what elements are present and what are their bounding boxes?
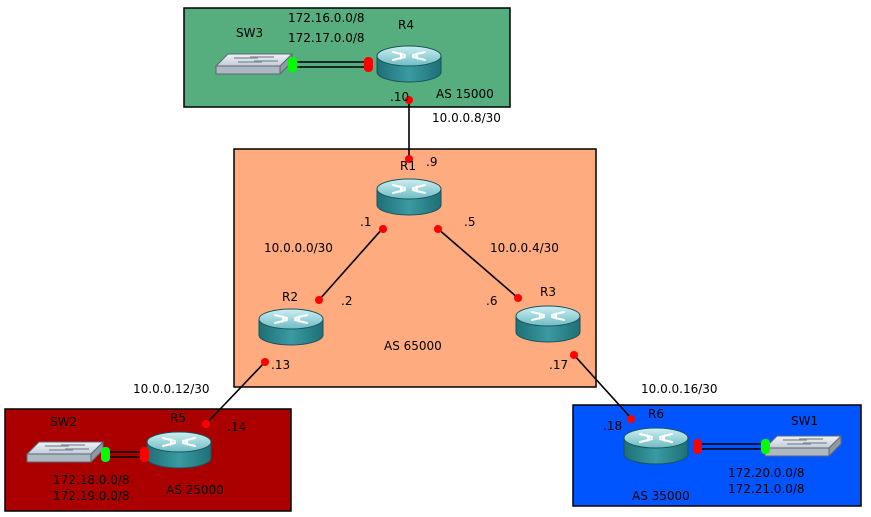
network-r2-r5-label: 10.0.0.12/30 bbox=[133, 382, 210, 396]
network-r1-r4-label: 10.0.0.8/30 bbox=[432, 111, 501, 125]
router-r1-icon[interactable] bbox=[376, 178, 442, 216]
lan-r6-2-label: 172.21.0.0/8 bbox=[728, 482, 805, 496]
port-r1-right bbox=[434, 225, 442, 233]
network-r1-r3-label: 10.0.0.4/30 bbox=[490, 241, 559, 255]
lan-r6-1-label: 172.20.0.0/8 bbox=[728, 466, 805, 480]
iface-r5-up-label: .14 bbox=[227, 420, 246, 434]
link-r1-r2 bbox=[318, 227, 384, 301]
port-r6-sw1 bbox=[693, 439, 702, 454]
lan-r5-2-label: 172.19.0.0/8 bbox=[53, 489, 130, 503]
port-r4-sw3 bbox=[364, 57, 373, 72]
router-r3-icon[interactable] bbox=[515, 305, 581, 343]
port-r2-down bbox=[261, 358, 269, 366]
links bbox=[106, 61, 764, 458]
as15000-label: AS 15000 bbox=[436, 87, 494, 101]
port-sw3-r4 bbox=[288, 57, 297, 72]
iface-r3-down-label: .17 bbox=[549, 358, 568, 372]
iface-r1-up-label: .9 bbox=[426, 155, 437, 169]
network-r3-r6-label: 10.0.0.16/30 bbox=[641, 382, 718, 396]
router-r5-icon[interactable] bbox=[146, 431, 212, 469]
port-r3-down bbox=[570, 351, 578, 359]
port-r3-up bbox=[514, 294, 522, 302]
port-r1-left bbox=[379, 225, 387, 233]
iface-r2-down-label: .13 bbox=[271, 358, 290, 372]
port-r5-sw2 bbox=[140, 447, 149, 462]
port-sw2-r5 bbox=[101, 447, 110, 462]
port-r4-down bbox=[405, 96, 413, 104]
as35000-label: AS 35000 bbox=[632, 489, 690, 503]
port-indicators bbox=[101, 57, 770, 462]
iface-r1-left-label: .1 bbox=[360, 215, 371, 229]
as65000-label: AS 65000 bbox=[384, 339, 442, 353]
router-r4-icon[interactable] bbox=[376, 45, 442, 83]
switch-sw2-label: SW2 bbox=[50, 415, 77, 429]
switch-sw1-label: SW1 bbox=[791, 414, 818, 428]
lan-r4-2-label: 172.17.0.0/8 bbox=[288, 31, 365, 45]
iface-r4-down-label: .10 bbox=[390, 90, 409, 104]
link-r2-r5 bbox=[203, 361, 266, 427]
iface-r3-up-label: .6 bbox=[486, 294, 497, 308]
port-r1-up bbox=[405, 155, 413, 163]
router-r4-label: R4 bbox=[398, 18, 414, 32]
link-r3-r6 bbox=[573, 354, 632, 419]
port-r2-up bbox=[315, 296, 323, 304]
iface-r2-up-label: .2 bbox=[341, 294, 352, 308]
switch-sw2-icon[interactable] bbox=[26, 441, 104, 463]
network-r1-r2-label: 10.0.0.0/30 bbox=[264, 241, 333, 255]
iface-r6-up-label: .18 bbox=[603, 419, 622, 433]
router-r1-label: R1 bbox=[400, 159, 416, 173]
port-r6-up bbox=[627, 415, 635, 423]
iface-r1-right-label: .5 bbox=[464, 215, 475, 229]
router-r5-label: R5 bbox=[170, 411, 186, 425]
lan-r5-1-label: 172.18.0.0/8 bbox=[53, 473, 130, 487]
router-r2-icon[interactable] bbox=[258, 308, 324, 346]
lan-r4-1-label: 172.16.0.0/8 bbox=[288, 11, 365, 25]
port-r5-up bbox=[202, 420, 210, 428]
router-r3-label: R3 bbox=[540, 285, 556, 299]
router-r2-label: R2 bbox=[282, 290, 298, 304]
switch-sw3-icon[interactable] bbox=[215, 53, 293, 75]
switch-sw3-label: SW3 bbox=[236, 26, 263, 40]
as25000-label: AS 25000 bbox=[166, 483, 224, 497]
router-r6-icon[interactable] bbox=[623, 427, 689, 465]
switch-sw1-icon[interactable] bbox=[764, 435, 842, 457]
router-r6-label: R6 bbox=[648, 407, 664, 421]
link-r1-r3 bbox=[436, 227, 519, 299]
port-sw1-r6 bbox=[761, 439, 770, 454]
